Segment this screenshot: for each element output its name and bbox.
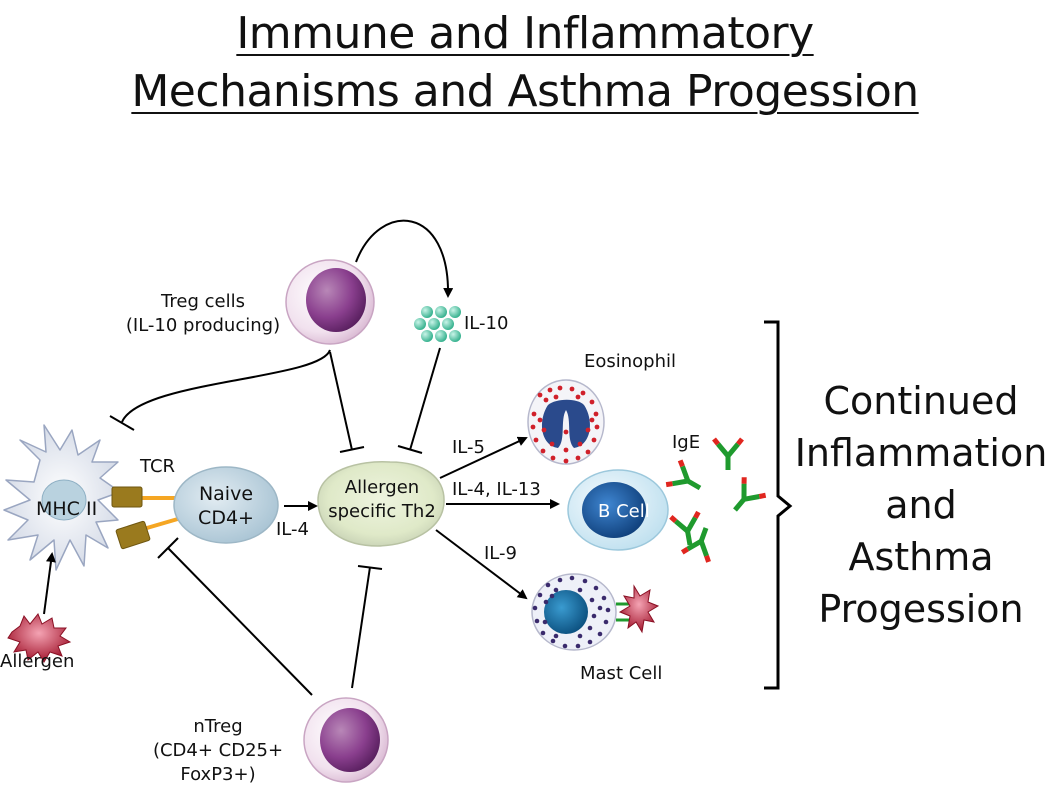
mast-cell-icon: [531, 573, 660, 651]
th2-label-line-1: Allergen: [344, 477, 420, 498]
ntreg-label-line-3: FoxP3+): [180, 764, 256, 785]
il10-cluster-icon: [414, 306, 461, 342]
il9-label: IL-9: [484, 543, 517, 564]
inhibition-lines: [109, 347, 441, 696]
outcome-line-5: Progession: [818, 587, 1024, 631]
il10-label: IL-10: [464, 313, 509, 334]
outcome-line-3: and: [885, 483, 957, 527]
treg-label-line-2: (IL-10 producing): [125, 315, 281, 336]
bcell-icon: [567, 469, 669, 551]
th2-label: Allergen specific Th2: [322, 476, 442, 524]
ntreg-cell-icon: [303, 697, 389, 783]
il4-il13-label: IL-4, IL-13: [452, 479, 541, 500]
outcome-line-2: Inflammation: [794, 431, 1048, 475]
naive-cd4-icon: [173, 466, 279, 544]
naive-label-line-1: Naive: [198, 483, 254, 505]
allergen-icon: [7, 613, 72, 663]
outcome-text: Continued Inflammation and Asthma Proges…: [794, 375, 1048, 635]
allergen-label: Allergen: [0, 651, 75, 672]
bracket-icon: [764, 320, 793, 690]
bcell-label: B Cell: [598, 501, 650, 522]
tcr-receptor-icon: [111, 486, 189, 550]
th2-cell-icon: [317, 461, 445, 547]
il5-label: IL-5: [452, 437, 485, 458]
eosinophil-label: Eosinophil: [584, 351, 677, 372]
th2-label-line-2: specific Th2: [328, 501, 436, 522]
outcome-line-4: Asthma: [848, 535, 994, 579]
outcome-line-1: Continued: [823, 379, 1019, 423]
treg-to-il10-arrow: [355, 219, 454, 298]
th2-output-arrows: [435, 436, 560, 600]
ntreg-label-line-2: (CD4+ CD25+: [152, 740, 284, 761]
allergen-to-mhc-arrow: [43, 552, 56, 615]
treg-label-line-1: Treg cells: [161, 291, 245, 312]
naive-label: Naive CD4+: [186, 482, 266, 530]
ige-label: IgE: [672, 432, 701, 453]
treg-cell-icon: [285, 259, 375, 345]
dendritic-cell-icon: [3, 424, 121, 571]
naive-label-line-2: CD4+: [198, 507, 254, 529]
treg-label: Treg cells (IL-10 producing): [118, 290, 288, 338]
mast-cell-label: Mast Cell: [580, 663, 663, 684]
il4-label: IL-4: [276, 519, 309, 540]
tcr-label: TCR: [140, 456, 176, 477]
title-line-2: Mechanisms and Asthma Progession: [131, 66, 919, 117]
eosinophil-icon: [527, 379, 605, 465]
ntreg-label-line-1: nTreg: [193, 716, 243, 737]
title-line-1: Immune and Inflammatory: [236, 8, 814, 59]
ntreg-label: nTreg (CD4+ CD25+ FoxP3+): [150, 715, 286, 787]
mhc2-label: MHC II: [36, 498, 98, 520]
antibody-icon: [665, 437, 767, 563]
